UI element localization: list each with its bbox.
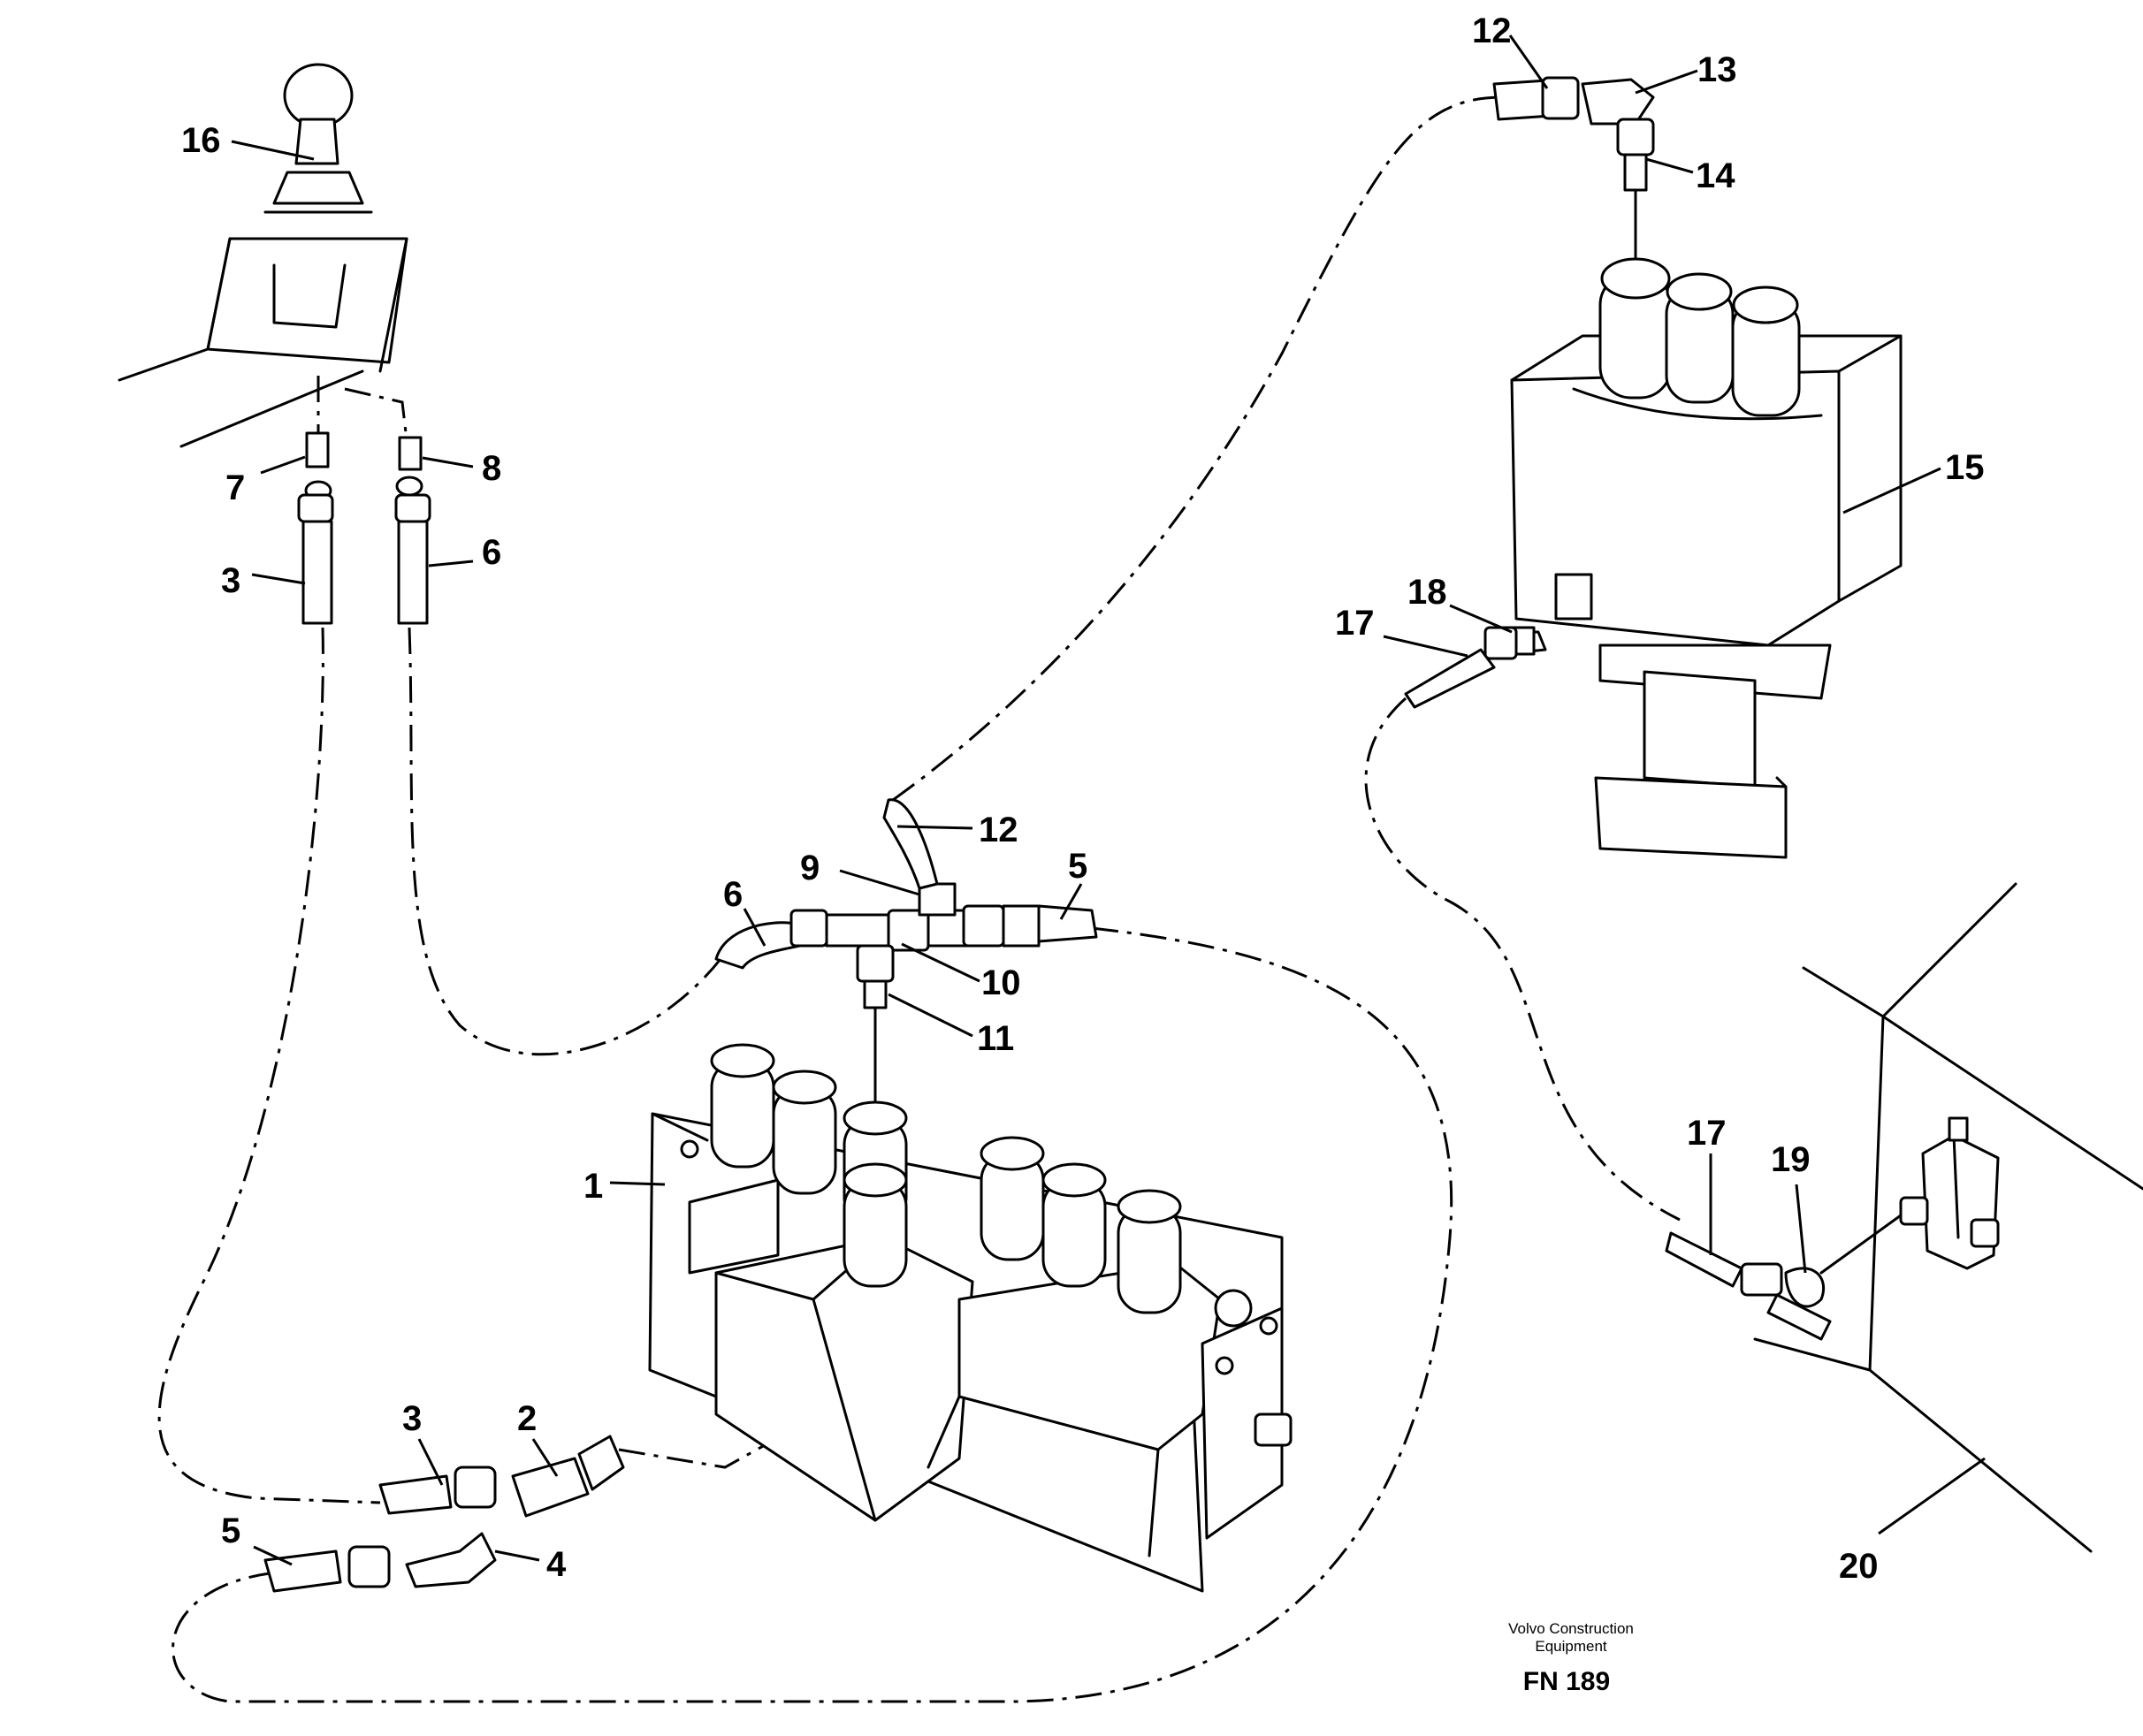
callout-19: 19 <box>1771 1140 1811 1179</box>
callout-16: 16 <box>181 121 221 160</box>
company-name: Volvo Construction <box>1508 1620 1634 1637</box>
footer: Volvo Construction Equipment FN 189 <box>1508 1620 1634 1696</box>
callout-5-tee: 5 <box>1068 847 1087 886</box>
callout-8: 8 <box>482 449 501 488</box>
callout-13: 13 <box>1697 50 1737 89</box>
callout-15: 15 <box>1945 448 1985 487</box>
callout-1: 1 <box>583 1167 603 1206</box>
fittings-12-13-14 <box>1492 76 1655 276</box>
callout-leaders <box>231 34 1986 1566</box>
bottom-fittings <box>263 1435 625 1593</box>
callout-5-bottom: 5 <box>221 1511 240 1550</box>
callout-17-upper: 17 <box>1335 604 1375 643</box>
hose-17-upper <box>1404 626 1518 709</box>
callout-14: 14 <box>1696 156 1735 195</box>
callout-17-lower: 17 <box>1687 1114 1727 1153</box>
fittings-17-19-lower <box>1665 1214 1903 1341</box>
callout-7: 7 <box>225 468 245 507</box>
main-valve-block-1 <box>648 1043 1293 1593</box>
figure-code: FN 189 <box>1523 1667 1610 1696</box>
callout-10: 10 <box>981 963 1021 1002</box>
callout-3-bottom: 3 <box>402 1399 422 1438</box>
callout-20: 20 <box>1839 1547 1879 1586</box>
callout-3-top: 3 <box>221 561 240 600</box>
callout-6-tee: 6 <box>723 875 743 914</box>
tee-fittings <box>714 798 1098 1111</box>
callout-labels: 16 7 8 3 6 12 13 14 15 18 17 12 9 5 6 10… <box>181 11 1985 1586</box>
callout-18: 18 <box>1407 573 1447 612</box>
callout-12-tee: 12 <box>979 811 1018 849</box>
callout-11: 11 <box>977 1019 1014 1058</box>
company-name-line2: Equipment <box>1535 1638 1607 1655</box>
control-valve-15 <box>1497 257 1903 859</box>
callout-6-top: 6 <box>482 533 501 572</box>
callout-4: 4 <box>546 1545 567 1584</box>
callout-2: 2 <box>517 1399 537 1438</box>
joystick-fittings <box>297 431 431 625</box>
frame-20 <box>1753 882 2143 1553</box>
callout-12-top: 12 <box>1472 11 1512 50</box>
callout-9: 9 <box>800 849 820 887</box>
joystick-assembly <box>118 63 408 448</box>
